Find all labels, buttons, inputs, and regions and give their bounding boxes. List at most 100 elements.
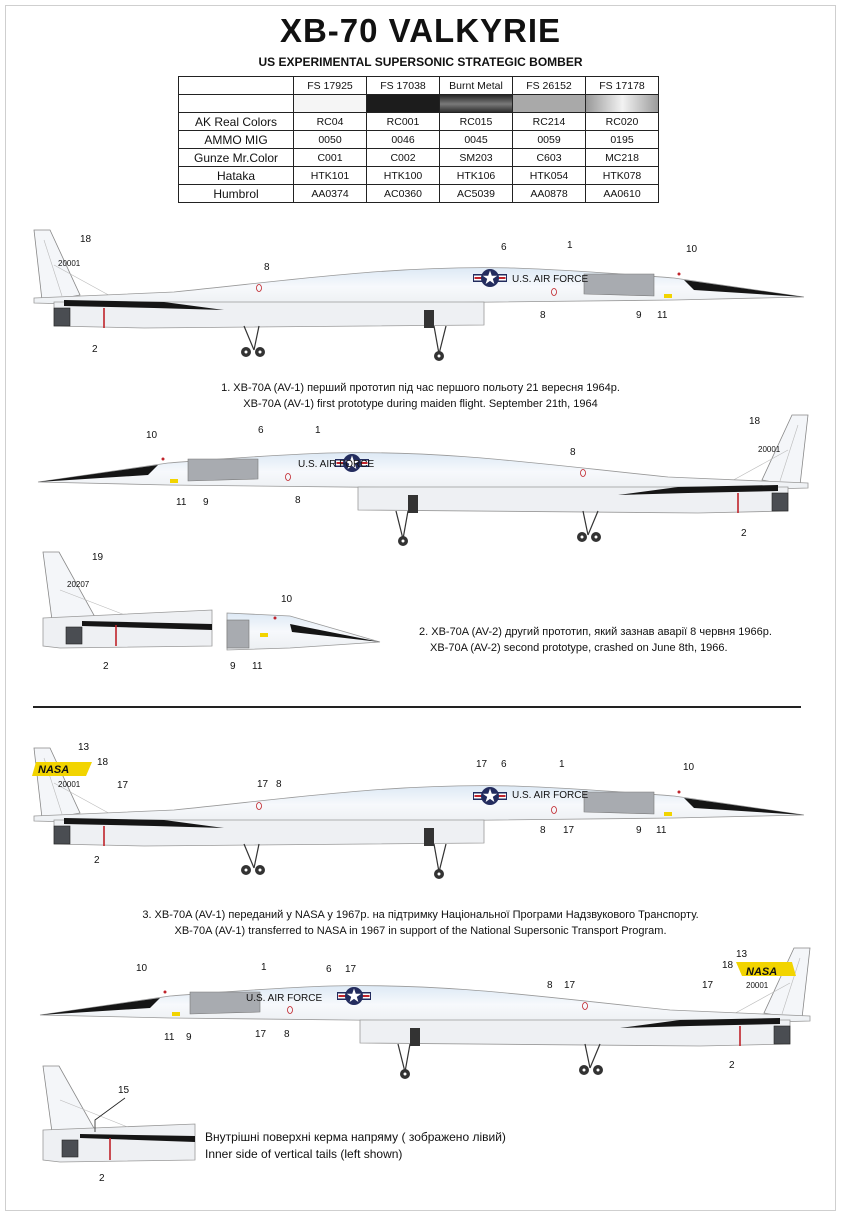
callout-number: 8 [284, 1029, 290, 1040]
callout-number: 18 [97, 757, 109, 768]
table-row: Humbrol AA0374 AC0360 AC5039 AA0878 AA06… [178, 184, 659, 203]
callout-number: 18 [722, 960, 734, 971]
column-header: FS 17178 [585, 76, 659, 95]
callout-number: 1 [567, 240, 573, 251]
callout-number: 11 [164, 1032, 175, 1043]
profile-2-tail-view [42, 551, 213, 649]
caption-4-en: Inner side of vertical tails (left shown… [205, 1147, 403, 1161]
callout-number: 9 [203, 497, 209, 508]
callout-number: 15 [118, 1085, 130, 1096]
column-header: Burnt Metal [439, 76, 513, 95]
table-cell: AC0360 [366, 184, 440, 203]
table-cell: AC5039 [439, 184, 513, 203]
callout-number: 8 [570, 447, 576, 458]
callout-number: 2 [92, 344, 98, 355]
profile-3-right-side [40, 948, 810, 1079]
table-header-row: FS 17925 FS 17038 Burnt Metal FS 26152 F… [178, 76, 659, 95]
page-title: XB-70 VALKYRIE [279, 12, 562, 49]
usaf-marking: U.S. AIR FORCE [298, 459, 374, 470]
table-cell: 0046 [366, 130, 440, 149]
color-swatch [585, 94, 659, 113]
callout-number: 17 [257, 779, 269, 790]
callout-number: 1 [261, 962, 267, 973]
callout-number: 13 [78, 742, 90, 753]
callout-number: 11 [656, 825, 667, 836]
callout-number: 2 [103, 661, 109, 672]
table-cell: MC218 [585, 148, 659, 167]
brand-label: Humbrol [178, 184, 294, 203]
paint-color-table: FS 17925 FS 17038 Burnt Metal FS 26152 F… [178, 76, 659, 203]
callout-number: 11 [176, 497, 187, 508]
callout-number: 13 [736, 949, 748, 960]
callout-number: 18 [80, 234, 92, 245]
callout-number: 11 [252, 661, 263, 672]
callout-number: 9 [636, 825, 642, 836]
callout-number: 10 [136, 963, 148, 974]
caption-1-ua: 1. XB-70A (AV-1) перший прототип під час… [221, 382, 620, 394]
nasa-marking: NASA [746, 966, 777, 978]
callout-number: 9 [230, 661, 236, 672]
serial-marking: 20001 [58, 780, 81, 789]
callout-number: 2 [99, 1173, 105, 1184]
callout-number: 10 [146, 430, 158, 441]
callout-number: 8 [540, 825, 546, 836]
callout-number: 17 [345, 964, 357, 975]
table-cell: AA0610 [585, 184, 659, 203]
callout-number: 17 [702, 980, 714, 991]
callout-number: 18 [749, 416, 761, 427]
table-row: AK Real Colors RC04 RC001 RC015 RC214 RC… [178, 112, 659, 131]
usaf-marking: U.S. AIR FORCE [512, 274, 588, 285]
table-cell: RC015 [439, 112, 513, 131]
callout-number: 17 [564, 980, 576, 991]
caption-3-ua: 3. XB-70A (AV-1) переданий у NASA у 1967… [142, 909, 699, 921]
nasa-marking: NASA [38, 764, 69, 776]
callout-number: 6 [501, 759, 507, 770]
table-row: Gunze Mr.Color C001 C002 SM203 C603 MC21… [178, 148, 659, 167]
profile-3-left-side [32, 748, 804, 879]
table-cell: AA0374 [293, 184, 367, 203]
table-cell: HTK078 [585, 166, 659, 185]
callout-number: 9 [636, 310, 642, 321]
callout-number: 17 [476, 759, 488, 770]
caption-4-ua: Внутрішні поверхні керма напряму ( зобра… [205, 1130, 506, 1144]
column-header: FS 17038 [366, 76, 440, 95]
color-swatch [366, 94, 440, 113]
callout-number: 1 [559, 759, 565, 770]
callout-number: 2 [729, 1060, 735, 1071]
inner-tail-view [42, 1065, 196, 1163]
serial-marking: 20001 [746, 981, 769, 990]
callout-number: 17 [255, 1029, 267, 1040]
callout-number: 9 [186, 1032, 192, 1043]
brand-label: Gunze Mr.Color [178, 148, 294, 167]
callout-number: 1 [315, 425, 321, 436]
callout-number: 2 [741, 528, 747, 539]
callout-number: 19 [92, 552, 104, 563]
serial-marking: 20001 [58, 259, 81, 268]
page-subtitle: US EXPERIMENTAL SUPERSONIC STRATEGIC BOM… [258, 55, 583, 69]
callout-number: 8 [540, 310, 546, 321]
caption-2-ua: 2. XB-70A (AV-2) другий прототип, який з… [419, 626, 772, 638]
usaf-marking: U.S. AIR FORCE [246, 993, 322, 1004]
serial-marking: 20207 [67, 580, 90, 589]
callout-number: 6 [258, 425, 264, 436]
usaf-marking: U.S. AIR FORCE [512, 790, 588, 801]
callout-number: 8 [547, 980, 553, 991]
caption-3-en: XB-70A (AV-1) transferred to NASA in 196… [174, 925, 667, 937]
callout-number: 17 [563, 825, 575, 836]
caption-1-en: XB-70A (AV-1) first prototype during mai… [243, 398, 598, 410]
callout-number: 8 [264, 262, 270, 273]
callout-number: 17 [117, 780, 129, 791]
callout-number: 10 [686, 244, 698, 255]
serial-marking: 20001 [758, 445, 781, 454]
section-divider [33, 706, 801, 708]
callout-number: 6 [326, 964, 332, 975]
callout-number: 8 [295, 495, 301, 506]
callout-number: 2 [94, 855, 100, 866]
callout-number: 10 [683, 762, 695, 773]
callout-number: 6 [501, 242, 507, 253]
profile-2-nose-view [226, 612, 381, 651]
callout-number: 8 [276, 779, 282, 790]
callout-number: 11 [657, 310, 668, 321]
page-frame [5, 5, 836, 1211]
